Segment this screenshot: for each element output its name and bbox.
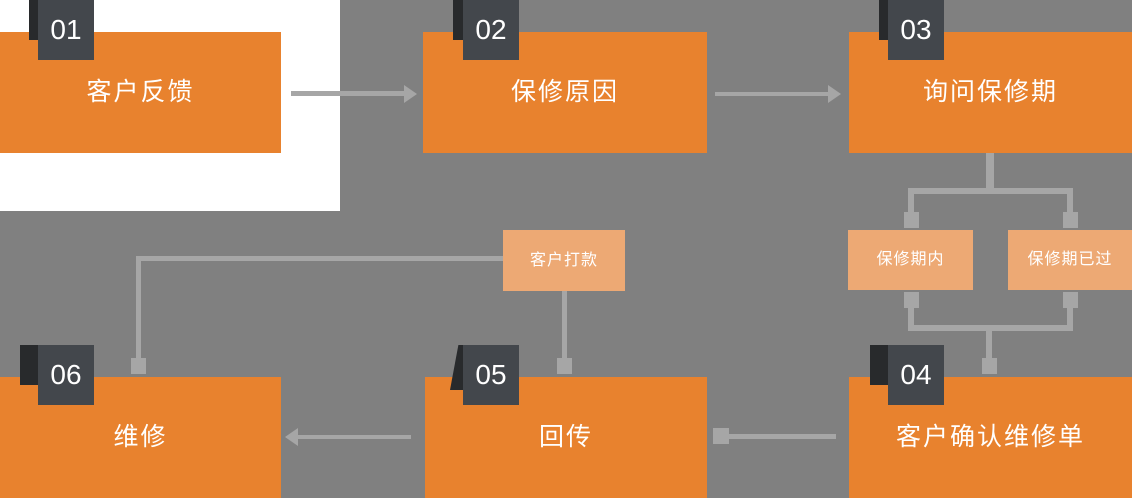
arrowhead-05-to-06 — [285, 428, 298, 446]
step-box-03[interactable]: 询问保修期 — [849, 32, 1132, 153]
merge-riser-right — [1067, 300, 1073, 330]
note-connector-endcap-05 — [557, 358, 572, 374]
badge-shadow-04 — [870, 345, 892, 385]
badge-01: 01 — [38, 0, 94, 60]
step-label-06: 维修 — [113, 423, 168, 451]
badge-number-06: 06 — [50, 359, 82, 390]
branch-crossbar-top — [908, 188, 1073, 194]
step-label-04: 客户确认维修单 — [895, 423, 1085, 451]
connector-05-to-06 — [297, 435, 411, 439]
branch-label-out-of-warranty: 保修期已过 — [1027, 251, 1113, 268]
note-connector-endcap-06 — [131, 358, 146, 374]
note-label-customer-payment: 客户打款 — [529, 251, 598, 269]
note-connector-horizontal-to-06 — [136, 256, 506, 261]
merge-stem-to-04 — [986, 325, 992, 363]
badge-shadow-06 — [20, 345, 42, 385]
merge-endcap-left — [904, 292, 919, 308]
note-box-customer-payment[interactable]: 客户打款 — [503, 230, 625, 291]
badge-number-03: 03 — [900, 14, 932, 45]
badge-04: 04 — [888, 345, 944, 405]
badge-02: 02 — [463, 0, 519, 60]
connector-02-to-03 — [715, 92, 829, 96]
merge-riser-left — [908, 300, 914, 330]
merge-endcap-right — [1063, 292, 1078, 308]
arrowhead-01-to-02 — [404, 85, 417, 103]
branch-label-in-warranty: 保修期内 — [876, 251, 945, 268]
branch-drop-left — [908, 188, 914, 216]
badge-number-05: 05 — [475, 359, 507, 390]
branch-box-in-warranty[interactable]: 保修期内 — [848, 230, 973, 290]
branch-drop-right — [1067, 188, 1073, 216]
badge-03: 03 — [888, 0, 944, 60]
branch-endcap-left — [904, 212, 919, 228]
merge-endcap-to-04 — [982, 358, 997, 374]
step-box-05[interactable]: 回传 — [425, 377, 707, 498]
badge-number-01: 01 — [50, 14, 82, 45]
badge-05: 05 — [463, 345, 519, 405]
badge-06: 06 — [38, 345, 94, 405]
branch-endcap-right — [1063, 212, 1078, 228]
step-box-02[interactable]: 保修原因 — [423, 32, 707, 153]
step-label-05: 回传 — [538, 423, 593, 451]
step-label-01: 客户反馈 — [86, 78, 195, 106]
note-connector-vertical-to-05 — [562, 291, 567, 363]
step-label-02: 保修原因 — [510, 78, 619, 106]
step-label-03: 询问保修期 — [922, 78, 1058, 106]
note-connector-vertical-to-06 — [136, 256, 141, 363]
arrowhead-02-to-03 — [828, 85, 841, 103]
connector-04-to-05 — [722, 434, 836, 439]
badge-number-04: 04 — [900, 359, 932, 390]
branch-stem-from-03 — [986, 153, 994, 190]
connector-01-to-02 — [291, 91, 406, 96]
connector-endcap-04-to-05 — [713, 428, 729, 444]
branch-box-out-of-warranty[interactable]: 保修期已过 — [1008, 230, 1132, 290]
badge-number-02: 02 — [475, 14, 507, 45]
